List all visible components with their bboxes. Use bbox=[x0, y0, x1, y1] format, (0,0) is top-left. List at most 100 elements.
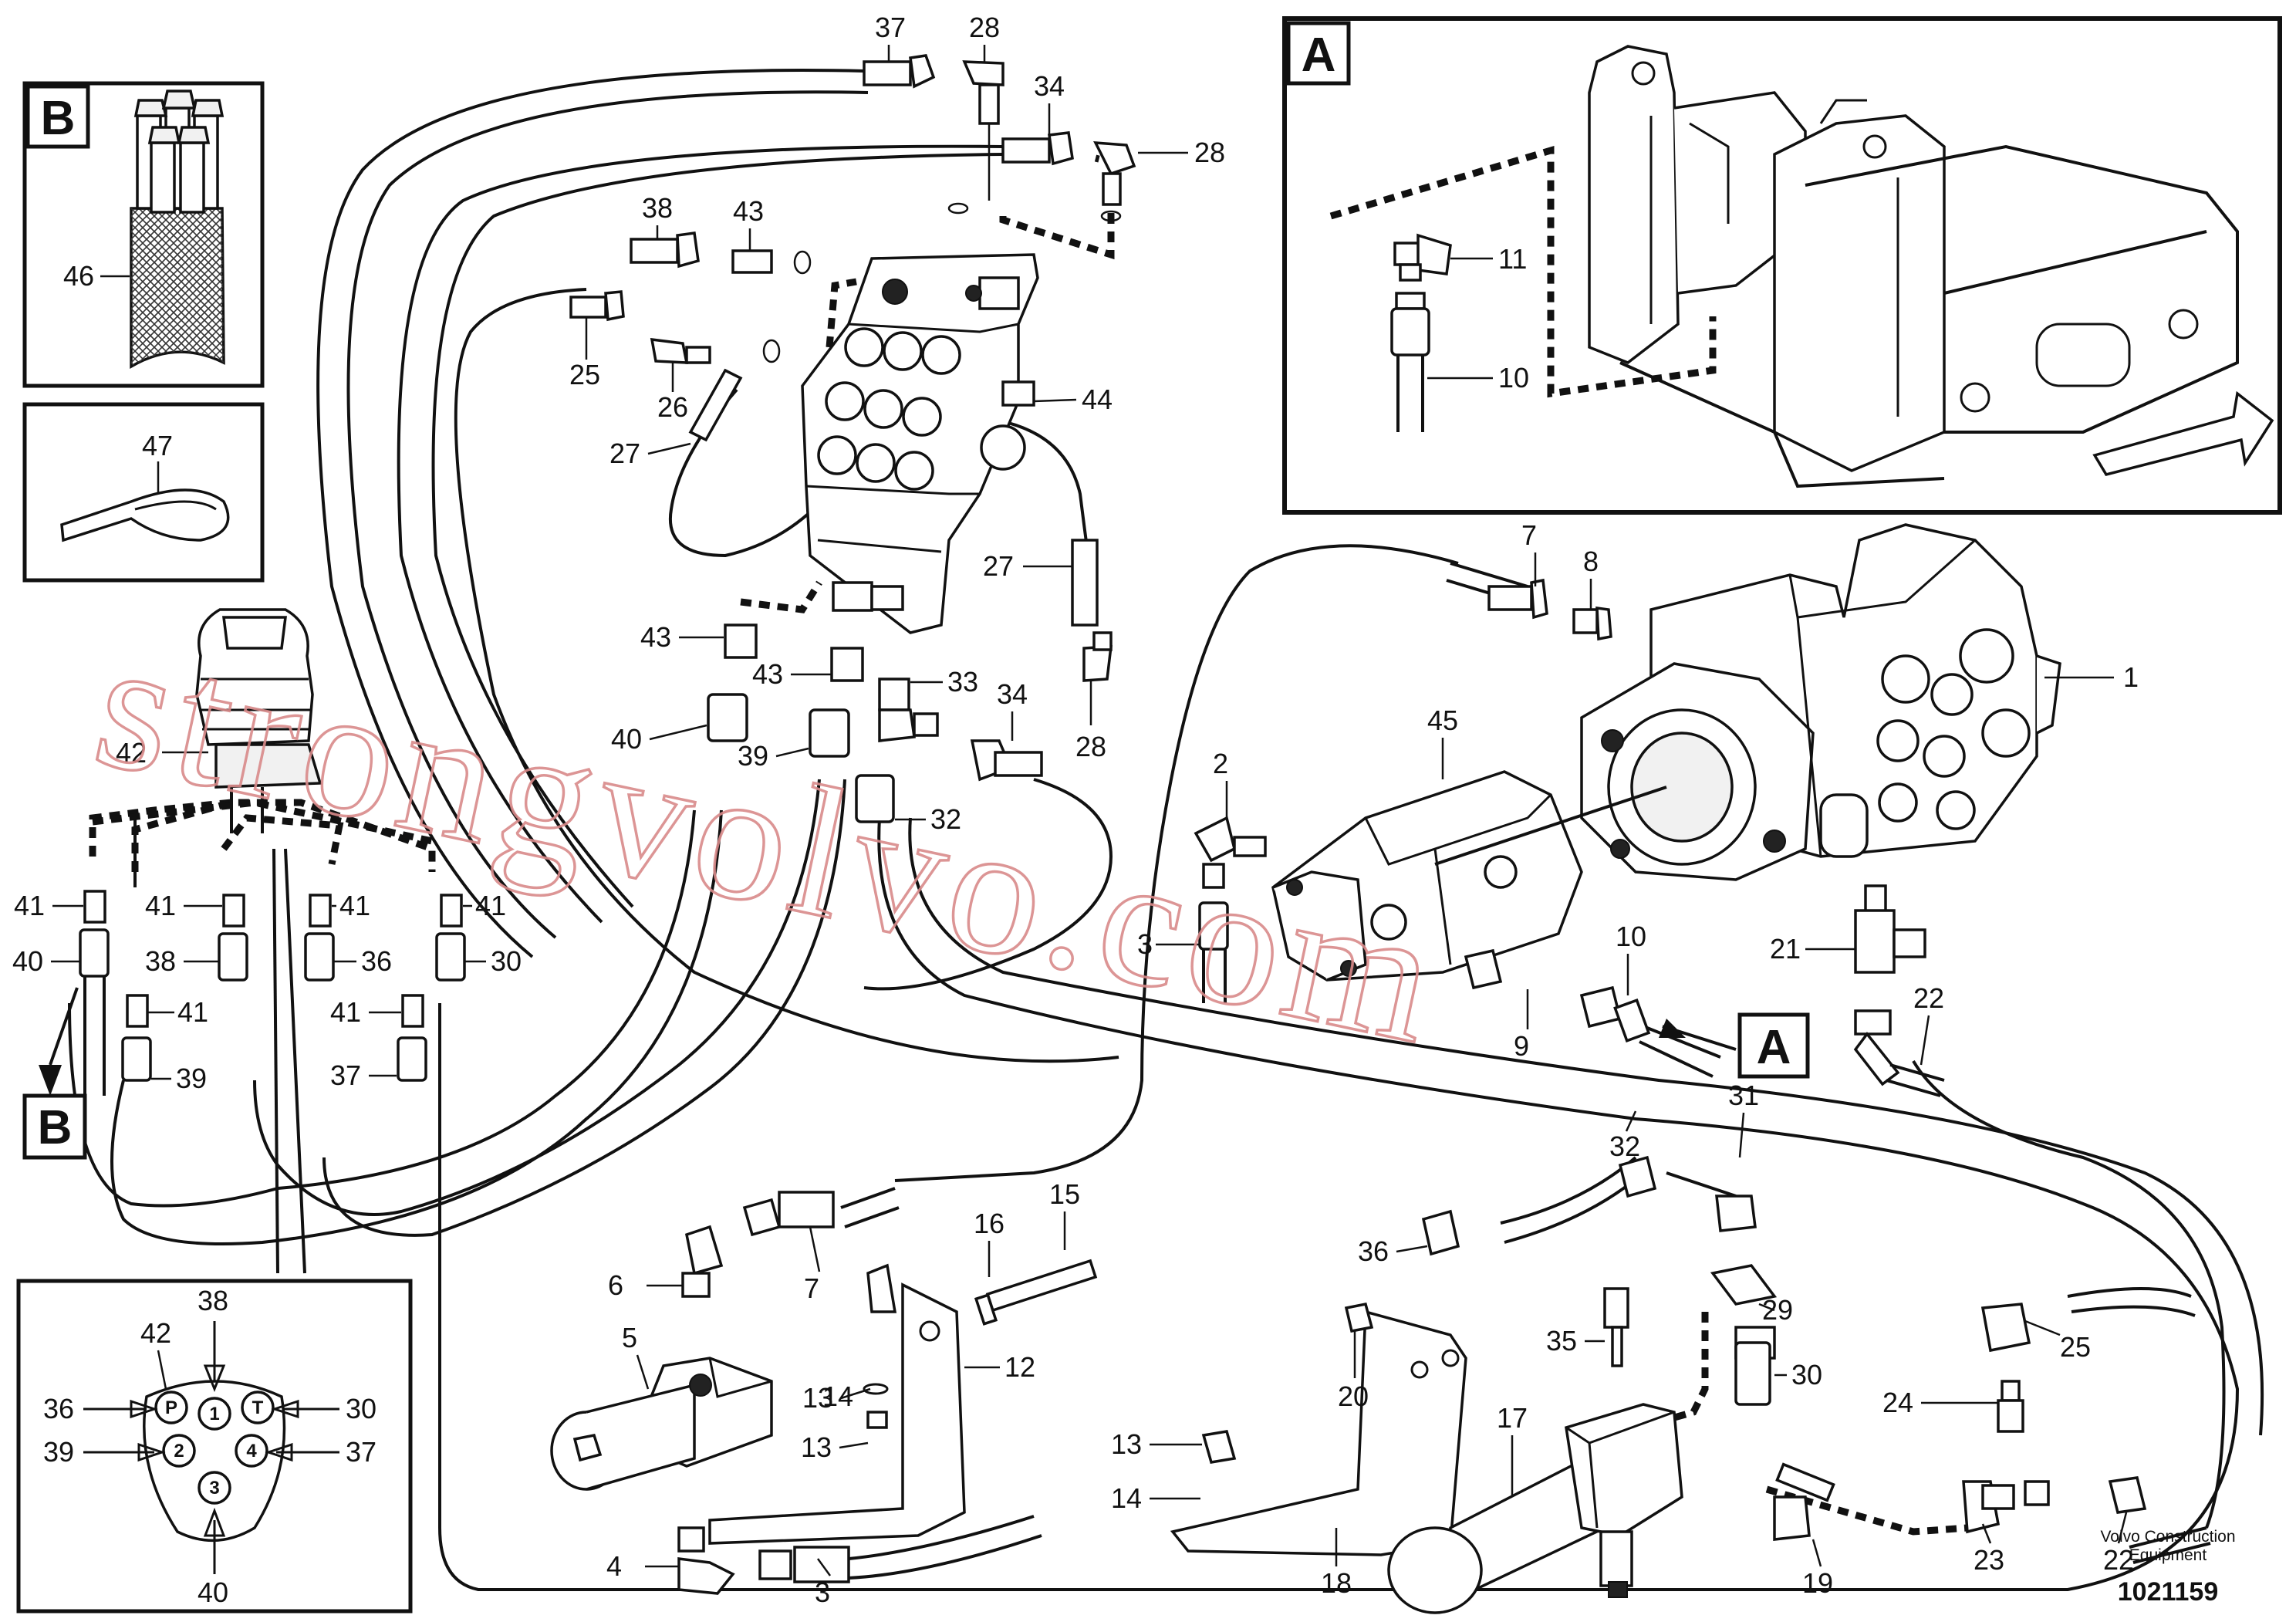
direction-arrow bbox=[2092, 390, 2274, 477]
fittings-9-10 bbox=[1464, 948, 1651, 1042]
pin-1 bbox=[198, 1397, 231, 1431]
svg-text:P: P bbox=[165, 1397, 177, 1418]
joystick-pin-layout-box: P 1 T 2 4 3 38 42 36 39 30 37 40 bbox=[16, 1279, 413, 1614]
callout-5: 5 bbox=[622, 1322, 637, 1353]
callout-41-d: 41 bbox=[475, 890, 506, 921]
cable-tie-47 bbox=[60, 488, 230, 542]
callout-36-joy: 36 bbox=[361, 945, 392, 977]
callout-42: 42 bbox=[116, 737, 147, 769]
callout-3-bottom: 3 bbox=[815, 1576, 830, 1608]
hydraulic-pump-1 bbox=[1580, 523, 2061, 881]
valve-bottom-fittings bbox=[707, 623, 1043, 823]
callout-37-pin: 37 bbox=[346, 1436, 376, 1468]
callout-17: 17 bbox=[1497, 1402, 1528, 1434]
callout-24: 24 bbox=[1882, 1387, 1913, 1418]
credit-line-1: Volvo Construction bbox=[2100, 1528, 2235, 1546]
callout-11: 11 bbox=[1498, 243, 1527, 275]
callout-43-left: 43 bbox=[640, 621, 671, 653]
callout-27: 27 bbox=[609, 438, 640, 469]
callout-21: 21 bbox=[1770, 933, 1801, 965]
credit-line-2: Equipment bbox=[2129, 1546, 2207, 1564]
svg-text:T: T bbox=[252, 1397, 264, 1418]
callout-22-top: 22 bbox=[1913, 982, 1944, 1014]
callout-7-top: 7 bbox=[1521, 519, 1537, 551]
callout-3-mid: 3 bbox=[1137, 928, 1153, 960]
accumulator-17 bbox=[1387, 1403, 1683, 1614]
hose-bundle-sleeve-46 bbox=[130, 90, 225, 370]
control-valve-44 bbox=[801, 253, 1039, 634]
callout-32: 32 bbox=[930, 803, 961, 835]
callout-14: 14 bbox=[822, 1380, 853, 1412]
callout-33: 33 bbox=[947, 666, 978, 698]
tee-21-hose-22 bbox=[1853, 884, 1945, 1097]
callout-25-right: 25 bbox=[2060, 1331, 2091, 1363]
loader-frame-drawing bbox=[1588, 45, 2239, 488]
svg-text:4: 4 bbox=[246, 1441, 257, 1461]
callout-40-joy: 40 bbox=[12, 945, 43, 977]
callout-28: 28 bbox=[969, 12, 1000, 43]
callout-2: 2 bbox=[1213, 748, 1228, 779]
callout-43-top: 43 bbox=[733, 195, 764, 227]
pin-3 bbox=[198, 1471, 231, 1505]
pin-2 bbox=[162, 1434, 196, 1468]
credit-block: Volvo Construction Equipment 1021159 bbox=[2100, 1528, 2235, 1607]
callout-15: 15 bbox=[1049, 1178, 1080, 1210]
detail-b-box: B 46 47 bbox=[22, 81, 265, 583]
callout-30: 30 bbox=[1791, 1359, 1822, 1391]
callout-9: 9 bbox=[1514, 1030, 1529, 1062]
gear-pump-45 bbox=[1271, 770, 1667, 982]
callout-44: 44 bbox=[1082, 384, 1113, 415]
callout-45: 45 bbox=[1427, 705, 1458, 736]
callout-13-alt: 13 bbox=[802, 1382, 833, 1414]
callout-41-b: 41 bbox=[145, 890, 176, 921]
callout-19: 19 bbox=[1802, 1567, 1833, 1599]
pin-4 bbox=[235, 1434, 268, 1468]
callout-1: 1 bbox=[2123, 661, 2139, 693]
callout-26: 26 bbox=[657, 391, 688, 423]
callout-41-e: 41 bbox=[177, 996, 208, 1028]
callout-37-joy: 37 bbox=[330, 1059, 361, 1091]
callout-30-joy: 30 bbox=[491, 945, 522, 977]
callout-41-c: 41 bbox=[339, 890, 370, 921]
document-number: 1021159 bbox=[2118, 1577, 2219, 1607]
accumulator-fittings bbox=[1201, 1155, 1835, 1541]
callout-10: 10 bbox=[1616, 921, 1646, 952]
callout-18: 18 bbox=[1321, 1567, 1352, 1599]
hose-routes bbox=[68, 69, 2264, 1591]
callout-7-bottom: 7 bbox=[804, 1272, 819, 1304]
detail-a-marker-label: A bbox=[1757, 1021, 1791, 1074]
callout-32-lower: 32 bbox=[1609, 1130, 1640, 1162]
detail-a-dashed-line bbox=[1329, 145, 1717, 398]
bracket-18 bbox=[1170, 1309, 1467, 1556]
callout-41-a: 41 bbox=[14, 890, 45, 921]
callout-28-right: 28 bbox=[1194, 137, 1225, 168]
detail-a-box: A 11 bbox=[1282, 16, 2282, 515]
detail-b-marker: B bbox=[22, 987, 87, 1160]
callout-35: 35 bbox=[1546, 1325, 1577, 1357]
joystick-fittings bbox=[79, 818, 466, 1274]
bracket-12 bbox=[708, 1282, 966, 1545]
dashed-connections bbox=[89, 154, 1968, 1536]
callout-13-right: 13 bbox=[1111, 1428, 1142, 1460]
callout-31: 31 bbox=[1728, 1080, 1759, 1111]
callout-37: 37 bbox=[875, 12, 906, 43]
callout-14-right: 14 bbox=[1111, 1482, 1142, 1514]
callout-43-mid: 43 bbox=[752, 658, 783, 690]
solenoid-fittings bbox=[677, 1191, 1098, 1595]
pin-p bbox=[154, 1391, 188, 1424]
callout-38-joy: 38 bbox=[145, 945, 176, 977]
callout-4: 4 bbox=[606, 1550, 622, 1582]
detail-a-marker: A bbox=[1659, 1012, 1810, 1079]
callout-38-pin: 38 bbox=[198, 1285, 228, 1316]
callout-42-pin: 42 bbox=[140, 1317, 171, 1349]
callout-20: 20 bbox=[1338, 1380, 1369, 1412]
callout-10-detail: 10 bbox=[1498, 362, 1529, 394]
callout-41-f: 41 bbox=[330, 996, 361, 1028]
callout-46: 46 bbox=[63, 260, 94, 292]
svg-text:2: 2 bbox=[174, 1441, 184, 1461]
svg-text:1: 1 bbox=[209, 1404, 219, 1424]
callout-labels: 37 28 34 28 38 43 25 26 27 27 43 43 33 3… bbox=[12, 12, 2134, 1608]
callout-47: 47 bbox=[142, 430, 173, 461]
pump-top-fittings bbox=[1487, 578, 1612, 641]
